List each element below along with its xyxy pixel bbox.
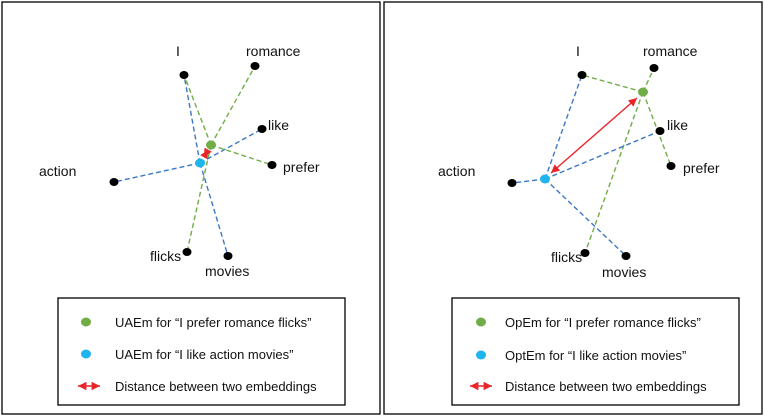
right-word-prefer: prefer	[683, 160, 720, 176]
right-panel-frame	[383, 1, 763, 415]
right-word-like: like	[667, 117, 688, 133]
left-line-blue-movies	[199, 162, 229, 257]
left-point-movies	[223, 252, 233, 260]
right-legend-box	[451, 297, 740, 406]
left-legend: UAEm for “I prefer romance flicks” UAEm …	[57, 297, 346, 406]
right-point-action	[507, 179, 517, 187]
left-legend-green-label: UAEm for “I prefer romance flicks”	[115, 315, 312, 330]
left-line-green-romance	[210, 65, 256, 146]
right-word-movies: movies	[602, 264, 646, 280]
right-word-flicks: flicks	[551, 249, 582, 265]
right-embedding-green	[638, 87, 648, 97]
left-distance-arrow	[200, 147, 212, 160]
right-legend-green-marker	[476, 317, 486, 327]
left-line-green-prefer	[210, 144, 273, 166]
left-line-blue-action	[113, 162, 201, 183]
right-line-blue-like	[544, 130, 661, 180]
left-panel-frame	[1, 1, 381, 415]
left-point-like	[257, 125, 267, 133]
left-legend-arrow-label: Distance between two embeddings	[115, 379, 317, 394]
right-panel: I romance like prefer action flicks movi…	[383, 1, 763, 415]
right-line-green-prefer	[642, 91, 672, 167]
left-point-prefer	[267, 161, 277, 169]
right-legend-blue-marker	[476, 350, 486, 360]
left-word-romance: romance	[246, 43, 301, 59]
right-legend-arrow-label: Distance between two embeddings	[505, 379, 707, 394]
left-word-prefer: prefer	[283, 159, 320, 175]
left-legend-box	[57, 297, 346, 406]
right-point-prefer	[666, 162, 676, 170]
right-line-green-i	[581, 74, 644, 93]
left-point-action	[109, 178, 119, 186]
left-panel: I romance like prefer action flicks movi…	[1, 1, 381, 415]
left-line-blue-i	[183, 74, 201, 164]
right-legend-blue-label: OptEm for “I like action movies”	[505, 348, 686, 363]
right-point-i	[577, 71, 587, 79]
right-point-like	[655, 127, 665, 135]
left-word-flicks: flicks	[150, 248, 181, 264]
left-word-action: action	[39, 163, 76, 179]
right-legend: OpEm for “I prefer romance flicks” OptEm…	[451, 297, 740, 406]
left-point-romance	[250, 62, 260, 70]
left-word-movies: movies	[205, 263, 249, 279]
left-legend-blue-label: UAEm for “I like action movies”	[115, 347, 293, 362]
right-point-flicks	[580, 249, 590, 257]
left-point-flicks	[182, 248, 192, 256]
right-line-blue-i	[544, 74, 583, 180]
right-distance-arrow	[550, 97, 638, 174]
right-line-blue-action	[511, 178, 546, 184]
right-embedding-blue	[540, 174, 550, 184]
left-word-i: I	[176, 43, 180, 59]
left-point-i	[179, 71, 189, 79]
right-line-green-flicks	[584, 91, 644, 254]
right-line-blue-movies	[544, 178, 627, 257]
left-legend-green-marker	[81, 317, 91, 327]
right-word-i: I	[576, 43, 580, 59]
right-point-romance	[649, 64, 659, 72]
left-embedding-green	[206, 140, 216, 150]
right-point-movies	[621, 252, 631, 260]
left-word-like: like	[268, 117, 289, 133]
left-line-green-i	[183, 74, 212, 146]
left-embedding-blue	[195, 158, 205, 168]
left-legend-blue-marker	[81, 349, 91, 359]
right-legend-green-label: OpEm for “I prefer romance flicks”	[505, 315, 701, 330]
right-word-romance: romance	[643, 43, 698, 59]
right-word-action: action	[438, 163, 475, 179]
left-line-green-flicks	[186, 144, 212, 253]
